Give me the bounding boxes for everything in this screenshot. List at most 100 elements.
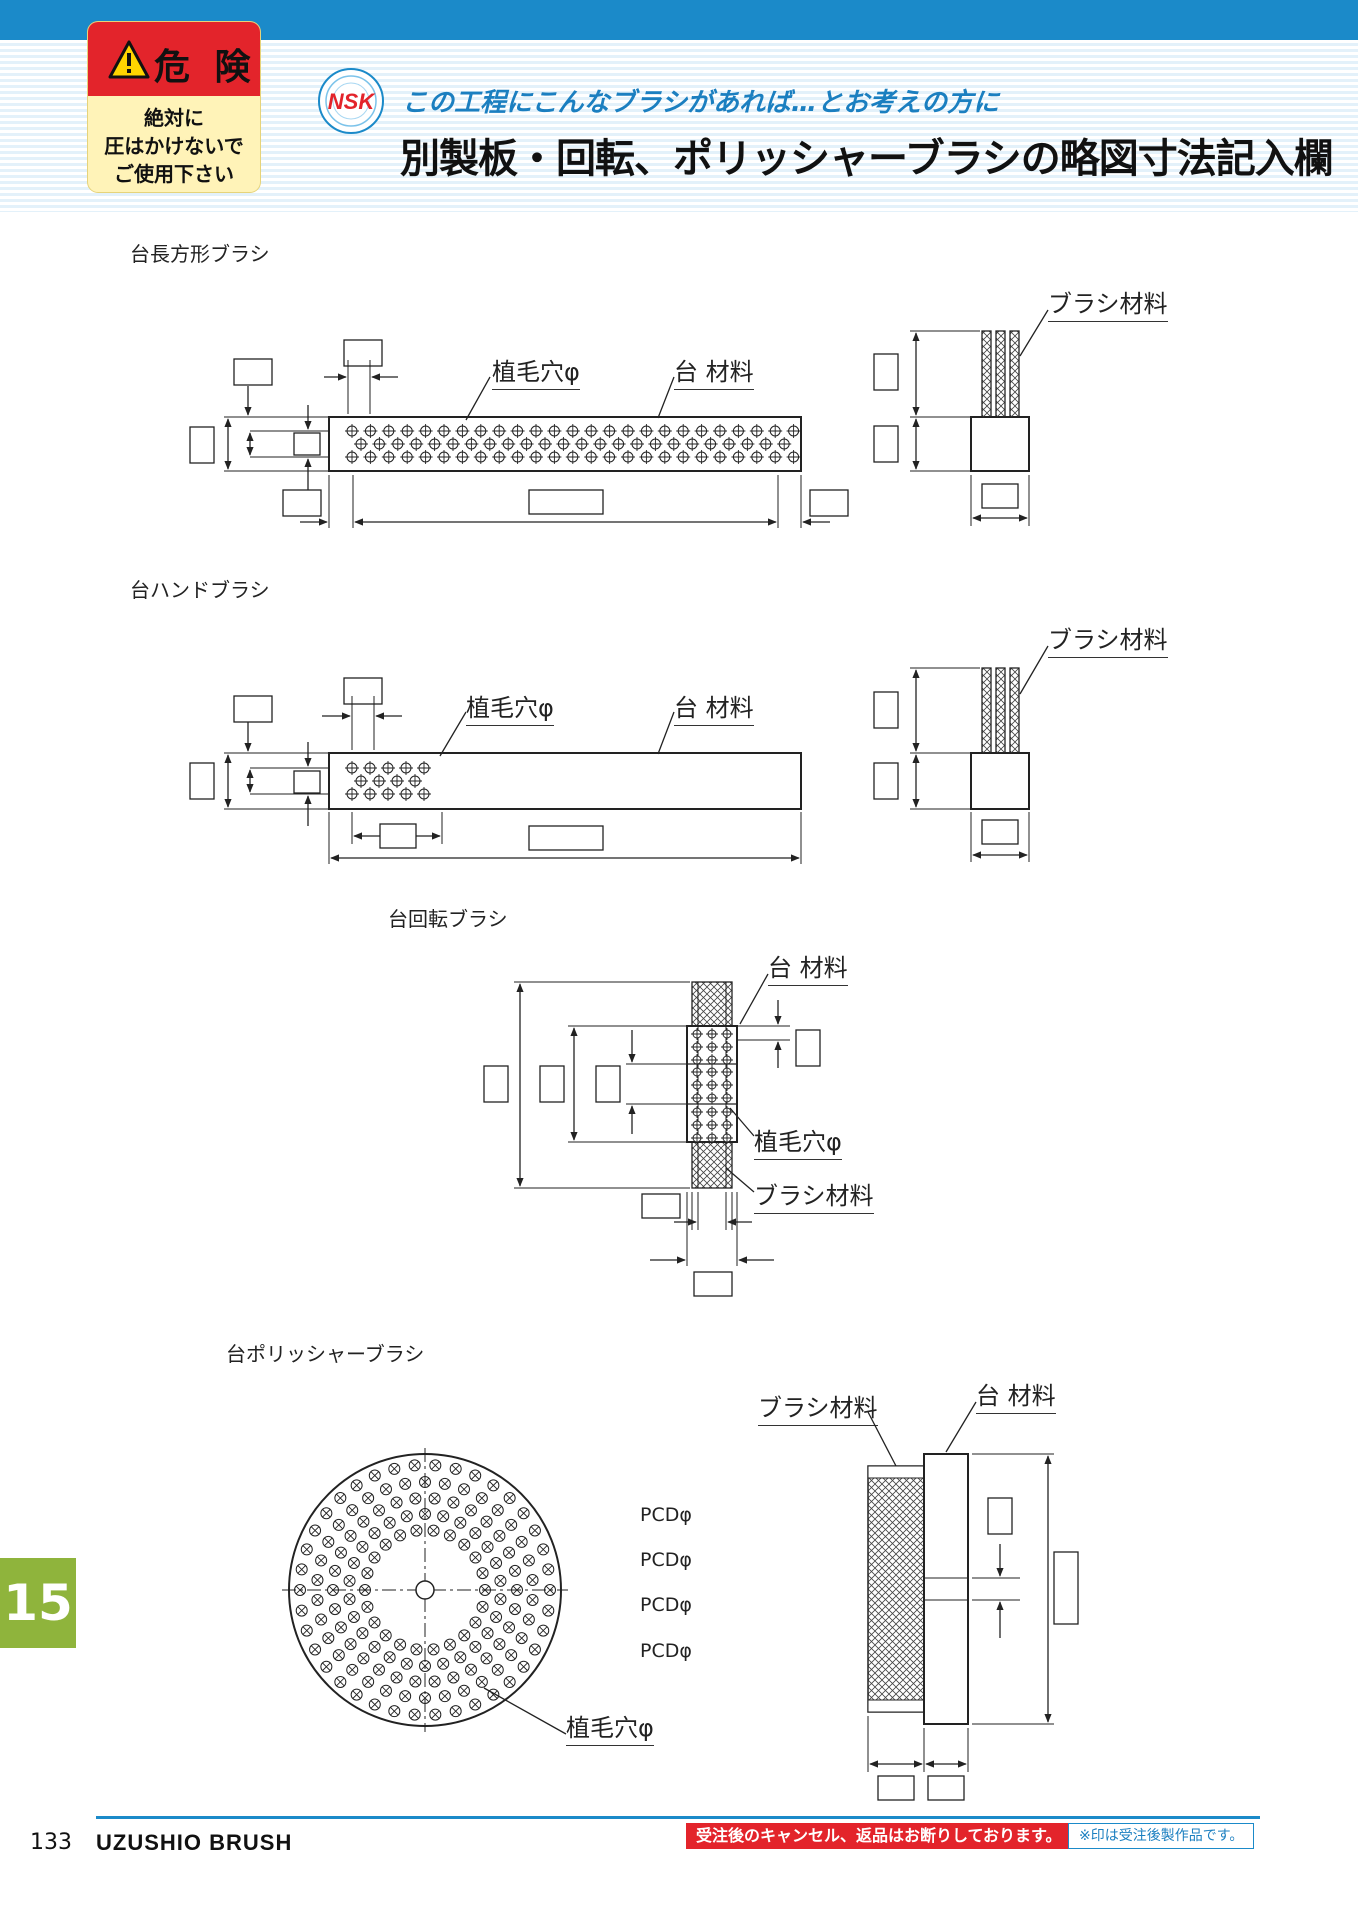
bristle-hole-mark xyxy=(519,1662,528,1671)
rotary-hole-grid xyxy=(691,1028,733,1144)
bristle-hole-mark xyxy=(392,1673,401,1682)
bristle-hole-mark xyxy=(493,1665,502,1674)
bristle-hole-mark xyxy=(706,1132,718,1144)
bristle-hole-mark xyxy=(482,1517,491,1526)
bristle-hole-mark xyxy=(316,1615,326,1624)
bristle-hole-mark xyxy=(310,1645,320,1654)
bristle-hole-mark xyxy=(322,1509,331,1518)
pcd-label-1: PCDφ xyxy=(640,1504,692,1526)
bristle-hole-mark xyxy=(621,450,635,464)
bristle-hole-mark xyxy=(459,1686,469,1695)
bristle-hole-mark xyxy=(507,1520,516,1530)
bristle-hole-mark xyxy=(324,1537,333,1547)
bristle-hole-mark xyxy=(322,1662,331,1671)
bristle-hole-mark xyxy=(381,1631,390,1640)
bristle-hole-mark xyxy=(390,1707,399,1716)
bristle-hole-mark xyxy=(483,1542,492,1551)
bristle-hole-mark xyxy=(691,1132,703,1144)
rotary-base-material-label: 台 材料 xyxy=(768,948,848,986)
bristle-hole-mark xyxy=(495,1531,504,1541)
bristle-hole-mark xyxy=(489,1481,498,1490)
bristle-hole-mark xyxy=(492,424,507,438)
rotary-brush-material-label: ブラシ材料 xyxy=(754,1176,874,1214)
bristle-hole-mark xyxy=(372,774,386,788)
bristle-hole-mark xyxy=(706,1041,718,1053)
rect-brush-material-label: ブラシ材料 xyxy=(1048,284,1168,322)
bristle-hole-mark xyxy=(302,1545,311,1554)
bristle-hole-mark xyxy=(372,437,387,451)
bristle-hole-mark xyxy=(358,1542,367,1551)
bristle-hole-mark xyxy=(358,1629,367,1638)
bristle-hole-mark xyxy=(685,437,700,451)
bristle-hole-mark xyxy=(721,1054,733,1066)
bristle-hole-mark xyxy=(381,1686,391,1695)
danger-line-2: 圧はかけないで xyxy=(104,134,244,158)
logo-text: NSK xyxy=(328,89,377,114)
bristle-hole-mark xyxy=(374,1506,384,1515)
nsk-logo: NSK xyxy=(318,68,384,134)
danger-line-3: ご使用下さい xyxy=(114,162,234,186)
bristle-hole-mark xyxy=(430,1494,439,1503)
bristle-hole-mark xyxy=(529,450,543,464)
bristle-hole-mark xyxy=(539,1626,548,1635)
pcd-label-2: PCDφ xyxy=(640,1549,692,1571)
bristle-hole-mark xyxy=(691,1054,703,1066)
bristle-hole-mark xyxy=(676,450,691,464)
danger-line-1: 絶対に xyxy=(144,106,204,130)
bristle-hole-mark xyxy=(449,1498,458,1507)
bristle-hole-mark xyxy=(492,450,507,464)
hand-brush-drawing xyxy=(189,645,1049,864)
bristle-hole-mark xyxy=(449,1673,458,1682)
bristle-hole-mark xyxy=(334,1520,343,1530)
bristle-hole-mark xyxy=(313,1595,322,1605)
bristle-hole-mark xyxy=(324,1633,333,1643)
bristle-hole-mark xyxy=(330,1566,340,1576)
bristle-hole-mark xyxy=(390,437,405,451)
bristle-hole-mark xyxy=(352,1690,361,1699)
bristle-hole-mark xyxy=(451,1464,460,1473)
bristle-hole-mark xyxy=(768,424,783,438)
bristle-hole-mark xyxy=(345,1576,354,1586)
bristle-hole-mark xyxy=(399,787,413,801)
bristle-hole-mark xyxy=(348,1665,357,1674)
footer-rule xyxy=(96,1816,1260,1819)
bristle-hole-mark xyxy=(529,424,543,438)
brand-name: UZUSHIO BRUSH xyxy=(96,1830,293,1855)
bristle-hole-mark xyxy=(381,1485,391,1494)
bristle-hole-mark xyxy=(446,437,460,451)
bristle-hole-mark xyxy=(507,1650,516,1660)
bristle-hole-mark xyxy=(459,1485,469,1494)
bristle-hole-mark xyxy=(349,1558,359,1568)
bristle-hole-mark xyxy=(496,1576,505,1586)
bristle-hole-mark xyxy=(713,424,727,438)
bristle-hole-mark xyxy=(648,437,663,451)
bristle-hole-mark xyxy=(584,424,599,438)
bristle-hole-mark xyxy=(370,1553,379,1562)
bristle-hole-mark xyxy=(417,787,431,801)
bristle-hole-mark xyxy=(657,450,672,464)
bristle-hole-mark xyxy=(713,450,727,464)
bristle-hole-mark xyxy=(471,1553,480,1562)
bristle-hole-mark xyxy=(363,424,378,438)
bristle-hole-mark xyxy=(345,1594,354,1604)
chapter-tab: 15 xyxy=(0,1558,76,1648)
bristle-hole-mark xyxy=(504,1548,514,1557)
bristle-hole-mark xyxy=(363,1494,373,1503)
bristle-hole-mark xyxy=(706,1079,718,1091)
bristle-hole-mark xyxy=(706,1066,718,1078)
bristle-hole-mark xyxy=(440,1691,450,1701)
bristle-hole-mark xyxy=(621,424,635,438)
bristle-hole-mark xyxy=(390,774,404,788)
bristle-hole-mark xyxy=(493,1506,502,1515)
bristle-hole-mark xyxy=(429,1645,438,1654)
bristle-hole-mark xyxy=(456,1653,465,1662)
cancel-notice: 受注後のキャンセル、返品はお断りしております。 xyxy=(686,1823,1072,1849)
bristle-hole-mark xyxy=(297,1606,306,1615)
bristle-hole-mark xyxy=(510,1566,520,1576)
bristle-hole-mark xyxy=(410,1710,419,1719)
bristle-hole-mark xyxy=(703,437,718,451)
danger-bar xyxy=(88,22,260,96)
bristle-hole-mark xyxy=(381,450,396,464)
hand-hole-label: 植毛穴φ xyxy=(466,688,554,726)
bristle-hole-mark xyxy=(694,450,709,464)
